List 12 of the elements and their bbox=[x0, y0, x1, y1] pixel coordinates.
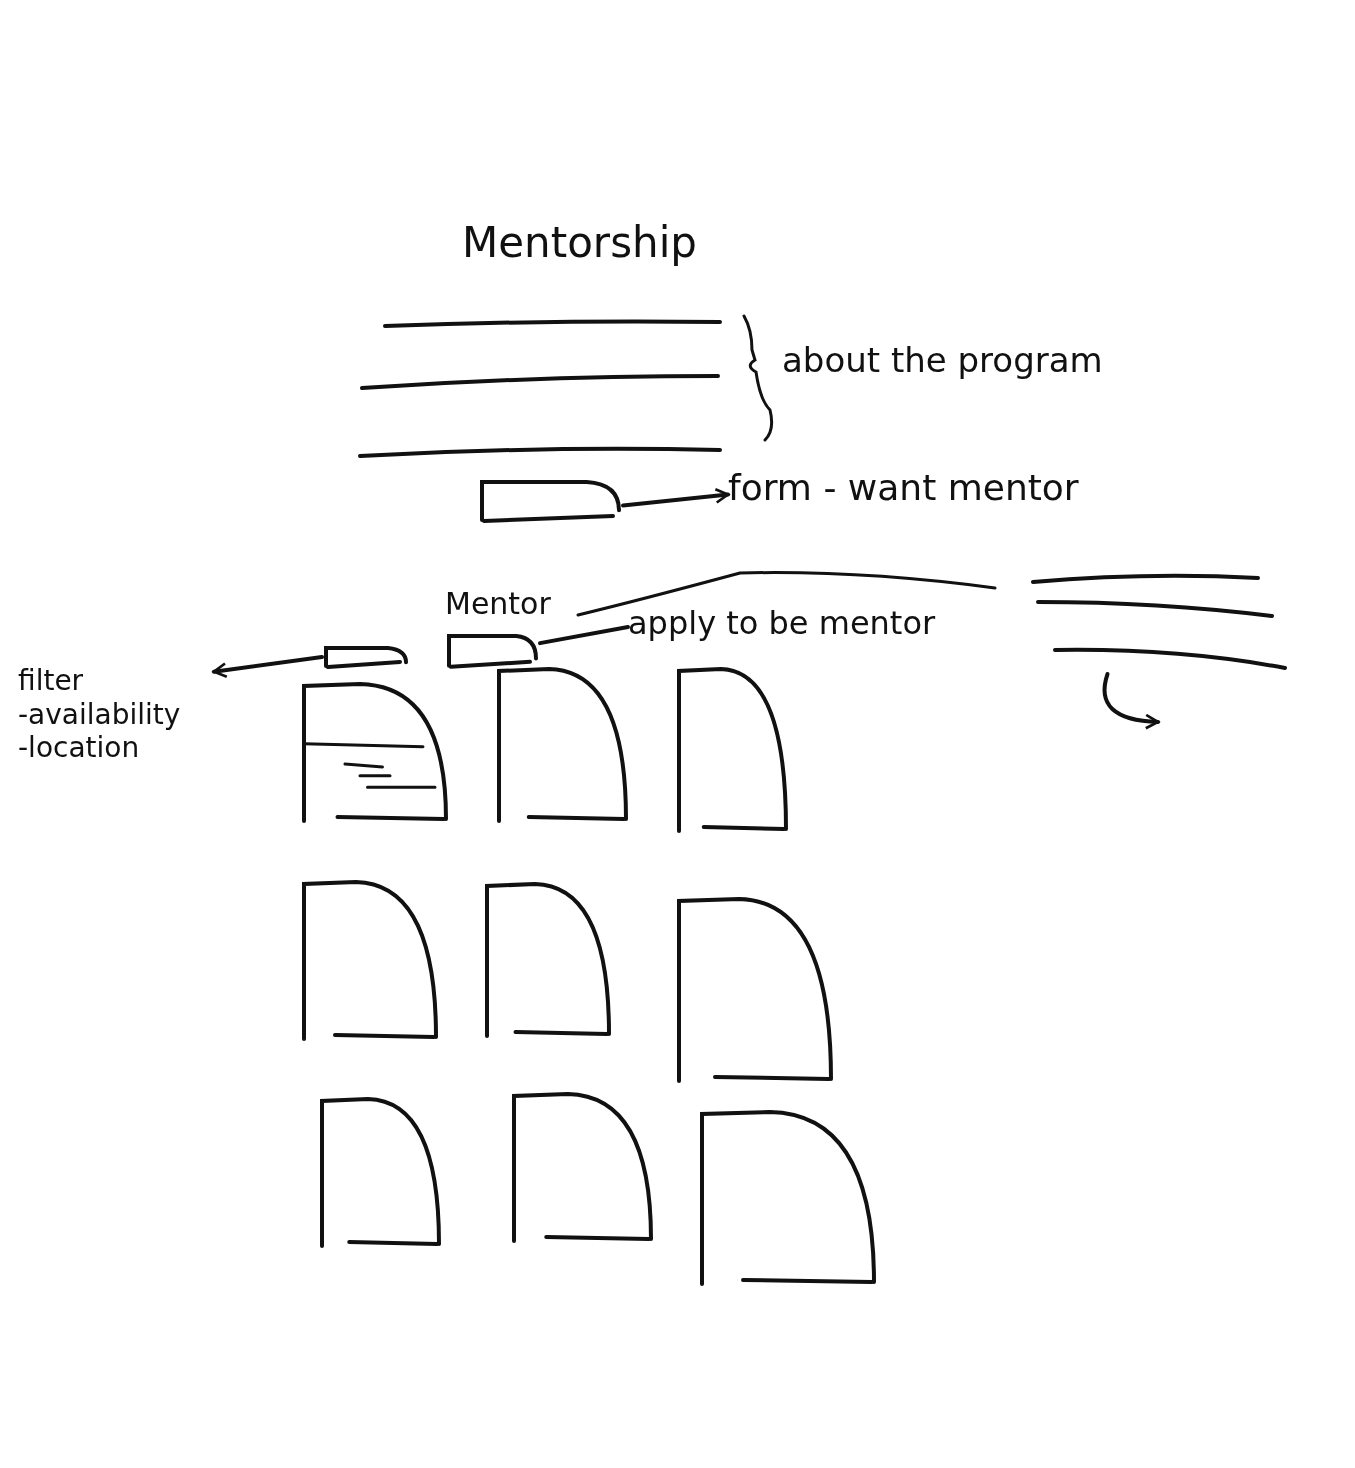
arrow bbox=[1102, 672, 1160, 730]
note-text: -availability bbox=[18, 697, 182, 732]
button-heading: Mentor bbox=[445, 586, 552, 622]
note-text: form - want mentor bbox=[728, 466, 1080, 510]
connector-line bbox=[538, 625, 630, 646]
arrow bbox=[621, 487, 730, 508]
note-text: -location bbox=[18, 731, 141, 765]
note-text: filter bbox=[18, 664, 85, 698]
arrow bbox=[212, 655, 324, 678]
annotation: about the program bbox=[782, 340, 1103, 380]
page-title: Mentorship bbox=[462, 218, 697, 267]
note-text: apply to be mentor bbox=[628, 604, 937, 643]
